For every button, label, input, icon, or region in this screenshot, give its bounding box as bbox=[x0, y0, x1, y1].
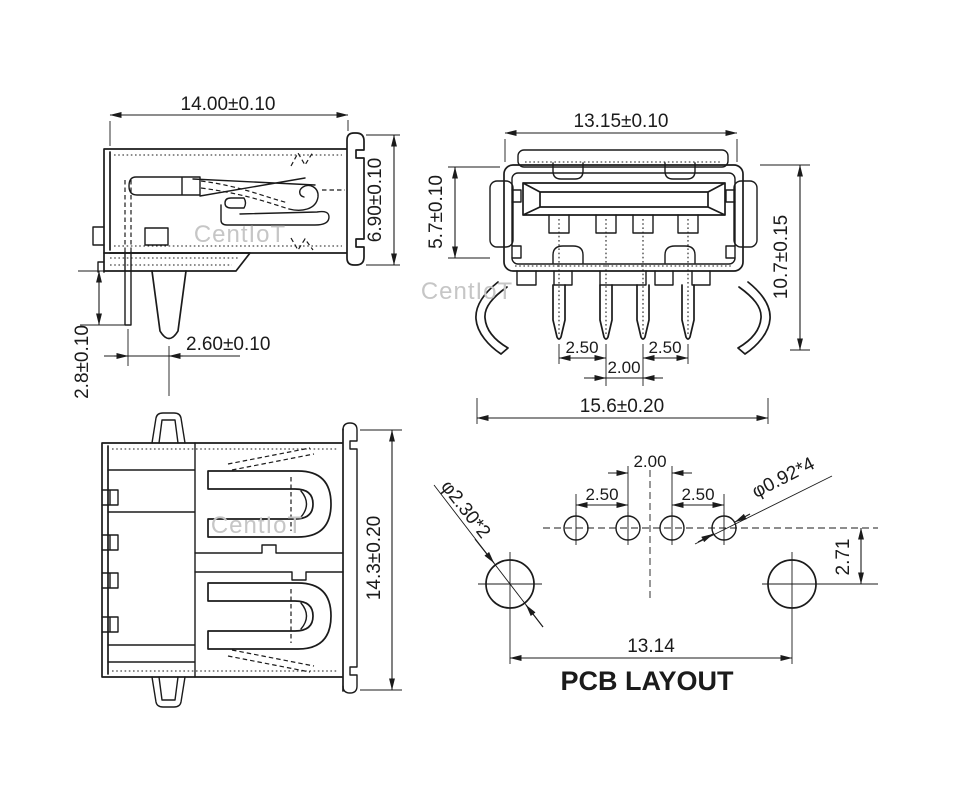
side-shell-outline bbox=[104, 133, 364, 272]
front-pitch-ext bbox=[559, 344, 688, 386]
front-pin-2 bbox=[600, 285, 612, 339]
front-pin-4 bbox=[682, 285, 694, 339]
front-pin-centerlines bbox=[559, 219, 688, 335]
front-face-outer bbox=[504, 165, 743, 271]
front-castellations bbox=[517, 271, 710, 285]
side-left-notches bbox=[93, 227, 104, 272]
front-contact-stubs bbox=[549, 215, 698, 233]
pcb-pin-hole-ticks bbox=[576, 512, 724, 545]
top-hidden-diagonals bbox=[228, 448, 314, 672]
side-solder-pin bbox=[152, 271, 186, 339]
pcb-pitchcenter-label: 2.00 bbox=[633, 452, 666, 471]
front-shellheight-label: 5.7±0.10 bbox=[426, 175, 447, 249]
side-width-label: 14.00±0.10 bbox=[181, 94, 276, 115]
front-pitchleft-label: 2.50 bbox=[565, 338, 598, 357]
front-leg-left bbox=[476, 282, 508, 354]
top-tab-lower bbox=[152, 677, 185, 707]
front-pitchcenter-label: 2.00 bbox=[607, 358, 640, 377]
top-body-hatch bbox=[112, 449, 338, 671]
pcb-span-label: 13.14 bbox=[627, 636, 675, 657]
pcb-pitchleft-label: 2.50 bbox=[585, 485, 618, 504]
side-spring-hidden bbox=[201, 181, 289, 209]
side-zigzag-top bbox=[291, 152, 313, 166]
top-body-outline bbox=[102, 429, 343, 691]
top-contact-slots bbox=[102, 490, 118, 632]
front-ear-notches bbox=[512, 190, 735, 258]
side-dip-pin-thin bbox=[125, 252, 131, 325]
front-latch-bumps bbox=[553, 163, 695, 179]
front-pin-3 bbox=[637, 285, 649, 339]
front-width-label: 13.15±0.10 bbox=[574, 111, 669, 132]
front-tongue bbox=[523, 183, 725, 215]
pcb-smallhole-leader bbox=[695, 476, 832, 544]
front-width-ext bbox=[505, 139, 737, 162]
front-overall-label: 10.7±0.15 bbox=[771, 215, 792, 299]
side-nose-detail bbox=[225, 198, 246, 208]
top-right-strip bbox=[343, 423, 357, 693]
pcb-smallhole-arrow-lower bbox=[698, 534, 714, 542]
front-ear-left bbox=[490, 181, 513, 247]
front-dome-left bbox=[553, 246, 583, 263]
front-pitchright-label: 2.50 bbox=[648, 338, 681, 357]
side-contact-dashed bbox=[125, 180, 131, 252]
front-leg-right bbox=[738, 282, 770, 354]
side-bottom-plate bbox=[104, 253, 250, 271]
top-fork-upper bbox=[208, 471, 331, 537]
side-latch-lines bbox=[193, 178, 315, 196]
side-spring-hook bbox=[289, 185, 318, 210]
pcb-rowoffset-label: 2.71 bbox=[833, 539, 854, 576]
side-width-ext bbox=[110, 120, 348, 146]
pcb-mount-crosshairs bbox=[478, 552, 878, 664]
pcb-largehole-arrow-lower bbox=[526, 605, 543, 627]
top-fork-upper-arc bbox=[301, 491, 307, 517]
pcb-pitchright-label: 2.50 bbox=[681, 485, 714, 504]
front-pin-1 bbox=[553, 285, 565, 339]
front-span-label: 15.6±0.20 bbox=[580, 396, 664, 417]
top-fork-lower bbox=[208, 583, 331, 649]
front-face-inner bbox=[512, 173, 735, 264]
side-plate-hatch bbox=[110, 258, 240, 265]
side-height-label: 6.90±0.10 bbox=[365, 158, 386, 242]
top-center-band bbox=[195, 545, 343, 580]
side-window bbox=[145, 228, 168, 245]
front-dome-right bbox=[665, 246, 695, 263]
side-zigzag-bottom bbox=[291, 238, 313, 250]
pcb-largehole-arrow-upper bbox=[475, 539, 494, 563]
side-pinoffset-label: 2.60±0.10 bbox=[186, 334, 270, 355]
side-pinoffset-ext bbox=[128, 329, 169, 396]
pcb-largehole-label: φ2.30*2 bbox=[436, 477, 494, 543]
top-lamination-lines bbox=[108, 443, 195, 677]
front-cover bbox=[518, 150, 728, 167]
side-view: 14.00±0.10 6.90±0.10 2.8±0.10 2.60±0.10 bbox=[72, 94, 400, 399]
top-depth-label: 14.3±0.20 bbox=[364, 516, 385, 600]
pcb-layout-title: PCB LAYOUT bbox=[560, 666, 734, 696]
side-shell-hatch bbox=[114, 155, 342, 246]
side-contact-housing bbox=[129, 177, 200, 195]
front-view: 13.15±0.10 5.7±0.10 10.7±0.15 2.50 2.50 … bbox=[426, 111, 810, 424]
side-protrusion-ext bbox=[78, 271, 125, 325]
pcb-smallhole-arrow-upper bbox=[734, 514, 750, 522]
top-tab-upper bbox=[152, 413, 185, 443]
top-fork-lower-arc bbox=[301, 603, 307, 629]
side-protrusion-label: 2.8±0.10 bbox=[72, 325, 93, 399]
watermark-front-view: CentIoT bbox=[421, 278, 513, 305]
pcb-smallhole-label: φ0.92*4 bbox=[749, 453, 819, 502]
watermark-side-view: CentIoT bbox=[194, 221, 286, 248]
pcb-layout: 2.00 2.50 2.50 φ2.30*2 φ0.92*4 2.71 13.1… bbox=[434, 452, 878, 696]
watermarks: CentIoT CentIoT CentIoT bbox=[194, 221, 513, 539]
front-ear-right bbox=[734, 181, 757, 247]
watermark-top-view: CentIoT bbox=[211, 512, 303, 539]
top-view: 14.3±0.20 bbox=[102, 413, 402, 707]
side-latch-arm bbox=[221, 205, 329, 225]
top-depth-ext bbox=[360, 430, 402, 690]
